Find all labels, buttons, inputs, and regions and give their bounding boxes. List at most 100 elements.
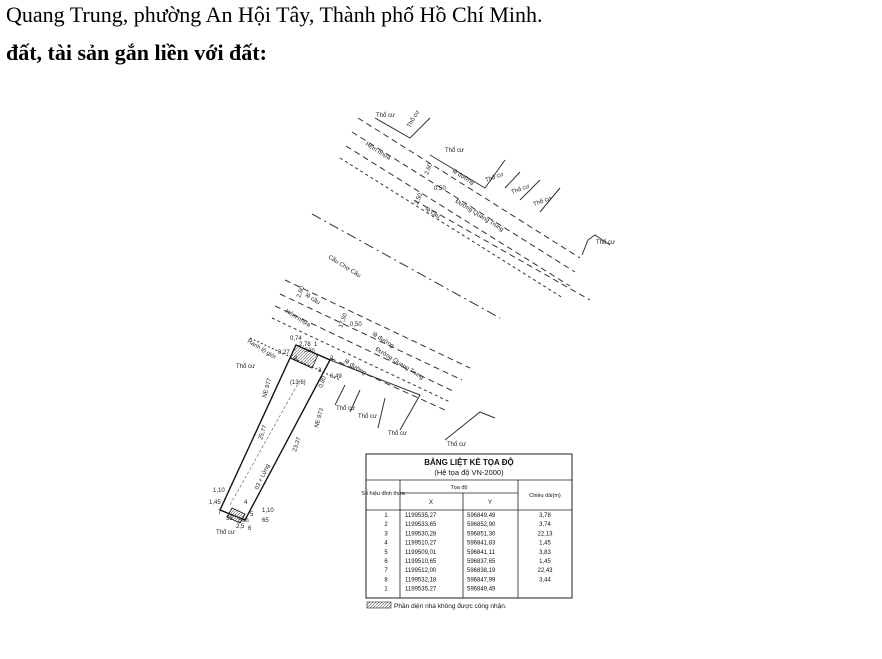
row-y: 596841,11 <box>467 550 496 556</box>
label-n3: 3 <box>318 368 322 374</box>
table-col-y: Y <box>488 500 492 506</box>
label-area: (13,6) <box>290 380 306 386</box>
neighbor-lots <box>329 359 496 441</box>
legend-swatch <box>366 601 392 609</box>
row-y: 596837,65 <box>467 559 496 565</box>
table-title: BẢNG LIỆT KÊ TỌA ĐỘ <box>424 458 513 467</box>
label-tho-cu-12: Thổ cư <box>447 441 466 448</box>
label-d-110-1: 1,10 <box>213 488 225 494</box>
label-tho-cu-5: Thổ cư <box>510 183 530 196</box>
row-x: 1199532,18 <box>405 577 437 583</box>
label-d-33: 33 <box>226 516 233 522</box>
label-d-2577: 25,77 <box>258 424 269 441</box>
row-length: 3,44 <box>539 577 551 583</box>
label-le-duong-2: lề đường <box>371 332 395 350</box>
label-n1: 1 <box>314 342 318 348</box>
table-col-coord: Tọa độ <box>450 485 467 491</box>
label-san-2: Sân <box>238 518 249 524</box>
label-tho-cu-10: Thổ cư <box>358 413 377 420</box>
label-tho-cu-13: Thổ cư <box>216 529 235 536</box>
label-d-2337: 23,37 <box>292 436 303 453</box>
table-col-x: X <box>429 500 433 506</box>
coordinate-table: BẢNG LIỆT KÊ TỌA ĐỘ (Hệ tọa độ VN-2000) … <box>361 453 573 610</box>
section-title: đất, tài sản gắn liền với đất: <box>6 40 267 65</box>
row-point: 7 <box>384 568 388 574</box>
row-x: 1199512,00 <box>405 568 437 574</box>
label-n6: 6 <box>248 526 252 532</box>
row-length: 1,45 <box>539 559 551 565</box>
label-san-1: Sân <box>304 348 315 354</box>
label-n2: 2 <box>330 356 334 362</box>
label-d-074: 0,74 <box>290 336 302 342</box>
label-d-050-1: 0,50 <box>434 186 446 192</box>
label-d-1750: 17,50 <box>338 312 349 329</box>
row-x: 1199535,27 <box>405 587 437 593</box>
label-n7: 7 <box>218 510 222 516</box>
row-length: 3,74 <box>539 522 551 528</box>
label-ne-973: NE 973 <box>314 407 325 429</box>
label-tho-cu-11: Thổ cư <box>388 430 407 437</box>
label-d-25: 2,5 <box>236 524 245 530</box>
table-subtitle: (Hệ tọa độ VN-2000) <box>434 468 504 477</box>
row-y: 596852,90 <box>467 522 496 528</box>
label-d-110-2: 1,10 <box>262 508 274 514</box>
table-col-length: Chiều dài(m) <box>529 493 561 499</box>
upper-buildings <box>374 117 611 256</box>
label-d-027: 0,27 <box>278 350 290 356</box>
row-y: 596838,19 <box>467 568 496 574</box>
label-duong-2: Đường Quang Trung <box>374 347 424 382</box>
row-length: 22,13 <box>537 531 553 537</box>
label-tho-cu-9: Thổ cư <box>336 405 355 412</box>
label-ne-977: NE 977 <box>262 377 273 399</box>
label-n4: 4 <box>244 500 248 506</box>
label-hem-nhua: Hẻm nhựa <box>364 142 392 162</box>
label-cau-cho-cau: Cầu Chợ Cầu <box>327 255 362 280</box>
row-point: 2 <box>384 522 388 528</box>
label-n8: 8 <box>294 356 298 362</box>
row-y: 596849,49 <box>467 587 496 593</box>
row-x: 1199530,28 <box>405 531 437 537</box>
label-hem-nhua-2: Hẻm nhựa <box>284 309 312 329</box>
label-ranh-lo-gioi: Ranh lộ giới <box>246 339 277 361</box>
label-duong-1: Đường Quang Trung <box>454 199 504 234</box>
label-n5: 5 <box>250 512 254 518</box>
address-line: Quang Trung, phường An Hội Tây, Thành ph… <box>6 2 543 27</box>
row-x: 1199510,65 <box>405 559 437 565</box>
label-d-260: 2,60 <box>424 162 434 176</box>
row-length: 1,45 <box>539 541 551 547</box>
row-point: 3 <box>384 531 388 537</box>
row-y: 596841,83 <box>467 541 496 547</box>
row-y: 596847,99 <box>467 577 496 583</box>
land-parcel <box>219 344 331 524</box>
label-tho-cu-6: Thổ cư <box>532 195 552 208</box>
row-y: 596849,49 <box>467 513 496 519</box>
row-x: 1199510,27 <box>405 541 437 547</box>
label-d-250: 2,50 <box>414 192 424 206</box>
row-length: 3,78 <box>539 513 551 519</box>
label-tho-cu-4: Thổ cư <box>484 171 504 184</box>
label-le-cau-1: lề cầu <box>424 207 441 221</box>
upper-road-lines <box>311 117 591 319</box>
label-d-278: 2,78 <box>299 342 311 348</box>
label-d-145: 1,45 <box>209 500 221 506</box>
label-le-cau-2: lề cầu <box>304 293 321 307</box>
row-point: 5 <box>384 550 388 556</box>
label-tho-cu-1: Thổ cư <box>376 112 395 119</box>
row-point: 1 <box>384 587 388 593</box>
row-point: 1 <box>384 513 388 519</box>
label-le-duong-3: lề đường <box>343 359 367 377</box>
label-d-260-b: 2,60 <box>296 285 306 299</box>
label-tho-cu-2: Thổ cư <box>406 109 422 129</box>
label-d-049: 0,49 <box>330 374 342 380</box>
label-tho-cu-3: Thổ cư <box>445 147 464 154</box>
label-d-65: 65 <box>262 518 269 524</box>
label-d-050-2: 0,50 <box>350 322 362 328</box>
row-length: 3,83 <box>539 550 551 556</box>
row-y: 596851,30 <box>467 531 496 537</box>
row-x: 1199535,27 <box>405 513 437 519</box>
row-point: 4 <box>384 541 388 547</box>
row-length: 22,43 <box>537 568 553 574</box>
row-point: 8 <box>384 577 388 583</box>
